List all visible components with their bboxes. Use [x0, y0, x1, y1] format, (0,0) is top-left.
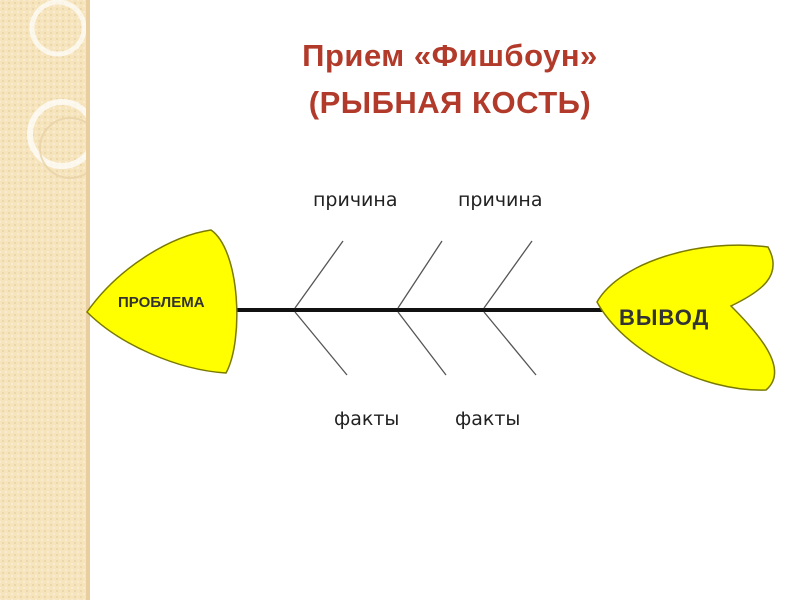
sidebar-edge — [86, 0, 90, 600]
fact-label: факты — [334, 408, 400, 430]
problem-label: ПРОБЛЕМА — [118, 294, 205, 311]
cause-label: причина — [313, 189, 398, 211]
fact-bone-2 — [397, 311, 447, 376]
cause-bone-2 — [397, 240, 443, 309]
title-line-2: (РЫБНАЯ КОСТЬ) — [308, 85, 592, 120]
fish-tail-shape — [596, 244, 776, 391]
conclusion-label: ВЫВОД — [619, 305, 710, 330]
fact-bone-1 — [294, 311, 348, 376]
cause-bone-1 — [294, 240, 344, 309]
decorative-sidebar-strip — [0, 0, 101, 600]
cause-bone-3 — [483, 240, 533, 309]
fish-head-shape — [86, 229, 238, 374]
fact-bone-3 — [483, 311, 537, 376]
fact-label: факты — [455, 408, 521, 430]
cause-label: причина — [458, 189, 543, 211]
title-line-1: Прием «Фишбоун» — [302, 38, 598, 73]
page-title: Прием «Фишбоун» (РЫБНАЯ КОСТЬ) — [150, 32, 750, 126]
